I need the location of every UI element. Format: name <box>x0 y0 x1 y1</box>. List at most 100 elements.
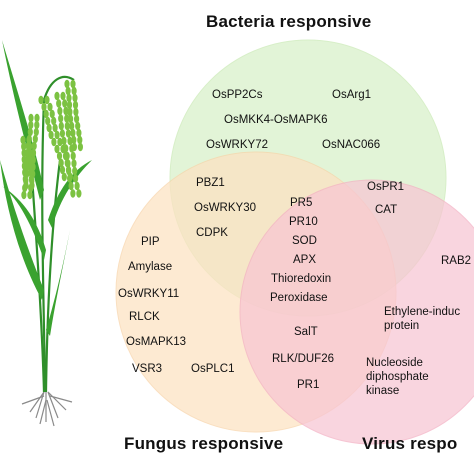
rice-grain-icon <box>75 121 81 131</box>
gene-label: Peroxidase <box>270 292 328 304</box>
rice-grain-icon <box>64 114 70 123</box>
rice-grain-icon <box>70 151 76 161</box>
rice-grain-icon <box>60 91 66 101</box>
rice-grain-icon <box>65 159 71 168</box>
rice-grain-icon <box>46 123 52 133</box>
gene-label: VSR3 <box>132 363 163 375</box>
rice-grain-icon <box>76 189 82 198</box>
rice-grain-icon <box>44 95 50 105</box>
gene-label-text: Ethylene-induc protein <box>384 306 461 332</box>
gene-label: APX <box>293 254 317 266</box>
rice-grain-icon <box>71 135 77 145</box>
rice-grain-icon <box>33 127 39 137</box>
gene-label: OsNAC066 <box>322 139 381 151</box>
rice-grain-icon <box>74 114 80 124</box>
rice-grain-icon <box>54 91 60 101</box>
gene-label: SOD <box>292 235 317 247</box>
rice-grain-icon <box>32 134 38 144</box>
rice-grain-icon <box>74 181 80 191</box>
rice-grain-icon <box>27 127 33 137</box>
bacteria-title: Bacteria responsive <box>206 12 372 31</box>
rice-grain-icon <box>70 79 76 89</box>
rice-grain-icon <box>59 165 66 175</box>
rice-grain-icon <box>34 120 40 130</box>
rice-grain-icon <box>71 159 77 168</box>
gene-label: Thioredoxin <box>271 273 332 285</box>
rice-grain-icon <box>63 144 69 153</box>
rice-grain-icon <box>77 135 83 145</box>
rice-grain-icon <box>65 129 71 138</box>
rice-grain-icon <box>28 168 34 177</box>
rice-grain-icon <box>62 99 68 108</box>
rice-grain-icon <box>66 166 72 176</box>
rice-grain-icon <box>38 95 44 105</box>
rice-grain-icon <box>70 189 76 198</box>
rice-grain-icon <box>67 174 73 183</box>
rice-grain-icon <box>41 102 47 112</box>
rice-grain-icon <box>22 174 28 184</box>
rice-grain-icon <box>27 148 33 158</box>
rice-grain-icon <box>56 99 62 108</box>
rice-grain-icon <box>57 106 63 116</box>
rice-grain-icon <box>71 86 77 96</box>
gene-label: PIP <box>141 236 160 248</box>
gene-label: CAT <box>375 204 398 216</box>
rice-grain-icon <box>73 174 79 183</box>
rice-grain-icon <box>77 142 83 152</box>
rice-grain-icon <box>34 113 40 123</box>
rice-grain-icon <box>66 100 73 110</box>
rice-grain-icon <box>58 114 64 123</box>
rice-grain-icon <box>48 130 54 140</box>
rice-grain-icon <box>27 155 33 164</box>
gene-label: CDPK <box>196 227 228 239</box>
rice-grain-icon <box>28 120 34 130</box>
rice-grain-icon <box>21 142 27 151</box>
rice-grain-icon <box>66 93 72 103</box>
gene-label: Amylase <box>128 261 173 273</box>
gene-label-multiline: Nucleoside diphosphate kinase <box>366 356 452 398</box>
rice-grain-icon <box>28 174 34 184</box>
rice-grain-icon <box>43 109 49 119</box>
rice-grain-icon <box>51 137 57 147</box>
rice-grain-icon <box>64 151 70 161</box>
rice-grain-icon <box>67 107 73 117</box>
gene-label: OsArg1 <box>332 89 371 101</box>
rice-grain-icon <box>20 135 26 145</box>
rice-grain-icon <box>26 135 32 145</box>
rice-grain-icon <box>21 190 27 200</box>
gene-label-text: Nucleoside diphosphate kinase <box>366 357 429 397</box>
rice-grain-icon <box>64 121 70 131</box>
rice-grain-icon <box>27 190 33 200</box>
rice-grain-icon <box>21 155 27 164</box>
virus-circle <box>239 179 474 445</box>
rice-grain-icon <box>31 141 37 151</box>
gene-label: OsWRKY72 <box>206 139 268 151</box>
rice-grain-icon <box>71 142 77 152</box>
rice-grain-icon <box>65 86 71 96</box>
gene-label: OsPLC1 <box>191 363 235 375</box>
rice-grain-icon <box>56 151 63 161</box>
gene-label: OsPR1 <box>367 181 405 193</box>
rice-grain-icon <box>68 114 74 124</box>
gene-label: OsMKK4-OsMAPK6 <box>224 114 328 126</box>
grains-icon <box>20 79 83 200</box>
rice-grain-icon <box>72 166 78 176</box>
rice-grain-icon <box>72 100 79 110</box>
gene-label: OsWRKY30 <box>194 202 256 214</box>
rice-grain-icon <box>47 102 53 112</box>
rice-grain-icon <box>28 113 34 123</box>
gene-label: PR1 <box>297 379 320 391</box>
rice-grain-icon <box>45 116 51 126</box>
gene-label: RLCK <box>129 311 160 323</box>
gene-label: SalT <box>294 326 318 338</box>
rice-grain-icon <box>58 158 64 168</box>
rice-grain-icon <box>22 168 28 177</box>
gene-label: OsMAPK13 <box>126 336 187 348</box>
rice-grain-icon <box>21 148 27 158</box>
rice-plant-icon <box>0 40 92 427</box>
rice-grain-icon <box>49 109 55 119</box>
virus-title: Virus respo <box>362 434 458 453</box>
gene-label: PR10 <box>289 216 318 228</box>
